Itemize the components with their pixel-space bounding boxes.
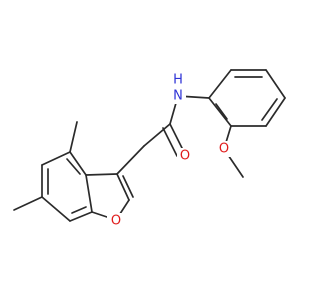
bond: [69, 121, 78, 153]
bond: [265, 69, 286, 99]
bond: [169, 123, 185, 153]
bond: [71, 206, 87, 214]
bond: [85, 173, 118, 176]
bond: [66, 158, 81, 175]
bond: [208, 69, 232, 99]
structural-formula: N H O O O: [13, 69, 286, 229]
amide-nitrogen-label: N: [173, 89, 183, 104]
methoxy-oxygen-label: O: [219, 142, 229, 157]
bond: [208, 97, 232, 127]
bond: [85, 174, 93, 213]
bond: [13, 196, 43, 211]
bonds: [13, 69, 286, 222]
bond: [143, 123, 171, 147]
bond: [41, 151, 71, 166]
amide-hydrogen-label: H: [173, 73, 183, 88]
bond: [265, 97, 286, 127]
bond: [261, 98, 278, 121]
bond: [69, 151, 87, 176]
bond: [162, 127, 178, 157]
bond: [41, 196, 71, 222]
bond: [116, 173, 130, 201]
bond: [215, 103, 228, 120]
bond: [116, 145, 145, 175]
bond: [122, 175, 134, 198]
furan-oxygen-label: O: [111, 214, 121, 229]
bond: [69, 211, 93, 222]
carbonyl-oxygen-label: O: [180, 149, 190, 164]
atom-labels: N H O O O: [107, 72, 232, 229]
